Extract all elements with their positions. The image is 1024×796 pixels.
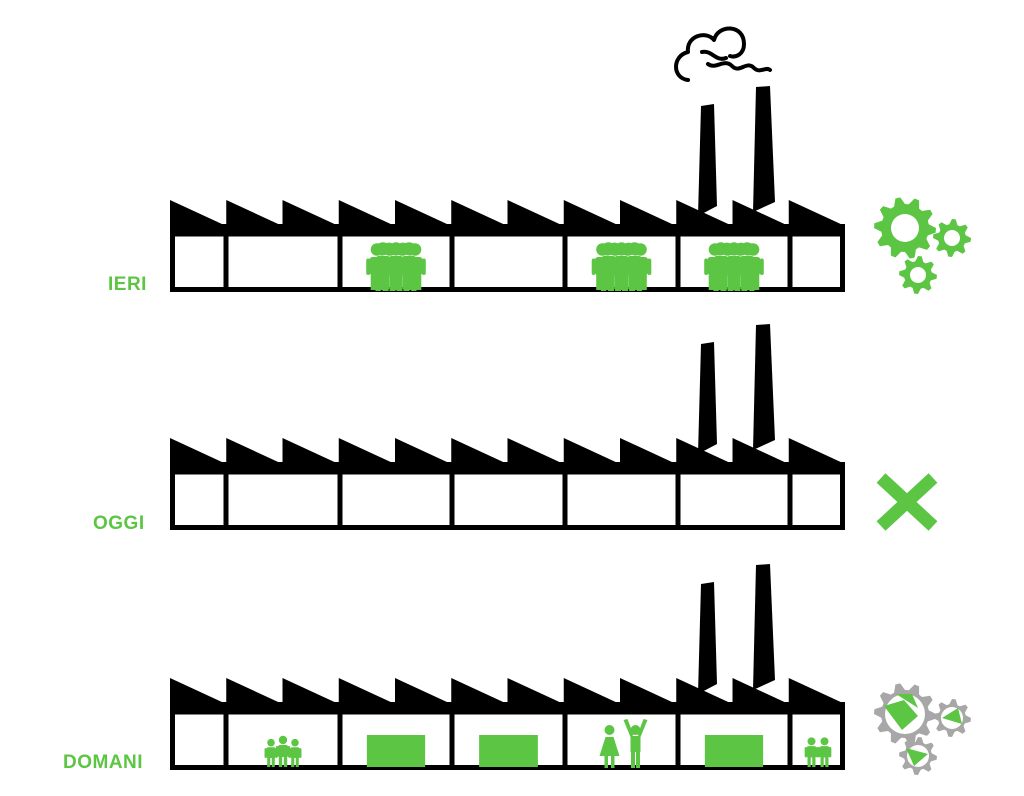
building-frame	[170, 709, 845, 770]
bay-divider	[449, 710, 455, 770]
roof-sawtooth	[170, 678, 845, 706]
bay-divider	[337, 710, 343, 770]
people-waving-icon	[599, 719, 648, 768]
chimney-left	[698, 342, 717, 454]
workers-group	[591, 242, 652, 291]
smoke-trail-icon	[706, 61, 772, 73]
factory-building	[170, 200, 845, 292]
bay-divider	[449, 470, 455, 530]
row-label-ieri: IERI	[108, 274, 147, 295]
bay-divider	[787, 710, 793, 770]
bay-divider	[562, 470, 568, 530]
chimneys	[698, 564, 775, 694]
bay-divider	[675, 232, 681, 292]
bay-divider	[223, 232, 229, 292]
row-label-domani: DOMANI	[63, 752, 144, 773]
bay-divider	[449, 232, 455, 292]
smoke-cloud-icon	[674, 26, 746, 82]
chimney-right	[753, 324, 775, 450]
factory-building	[170, 678, 845, 770]
chimney-left	[698, 582, 717, 694]
bay-divider	[337, 470, 343, 530]
gears-gray-green-icon	[874, 683, 971, 775]
chimneys	[698, 324, 775, 454]
factory-building	[170, 438, 845, 530]
green-block	[366, 735, 426, 767]
family-icon	[264, 735, 302, 767]
chimney-right	[753, 564, 775, 690]
building-frame	[170, 469, 845, 530]
green-block	[704, 735, 764, 767]
roof-sawtooth	[170, 438, 845, 466]
bay-divider	[675, 470, 681, 530]
chimney-left	[698, 104, 717, 216]
children-icon	[804, 737, 832, 767]
bay-divider	[562, 710, 568, 770]
building-frame	[170, 231, 845, 292]
bay-divider	[787, 470, 793, 530]
bay-divider	[223, 470, 229, 530]
green-block	[479, 735, 538, 767]
bay-divider	[675, 710, 681, 770]
bay-divider	[337, 232, 343, 292]
workers-group	[366, 242, 426, 291]
bay-divider	[787, 232, 793, 292]
smoke-swirl-icon	[700, 49, 728, 61]
bay-divider	[562, 232, 568, 292]
gears-icon	[874, 197, 971, 294]
cross-icon	[876, 473, 938, 531]
roof-sawtooth	[170, 200, 845, 228]
chimneys	[698, 86, 775, 216]
workers-group	[704, 242, 764, 291]
bay-divider	[223, 710, 229, 770]
chimney-right	[753, 86, 775, 212]
row-label-oggi: OGGI	[93, 513, 145, 534]
